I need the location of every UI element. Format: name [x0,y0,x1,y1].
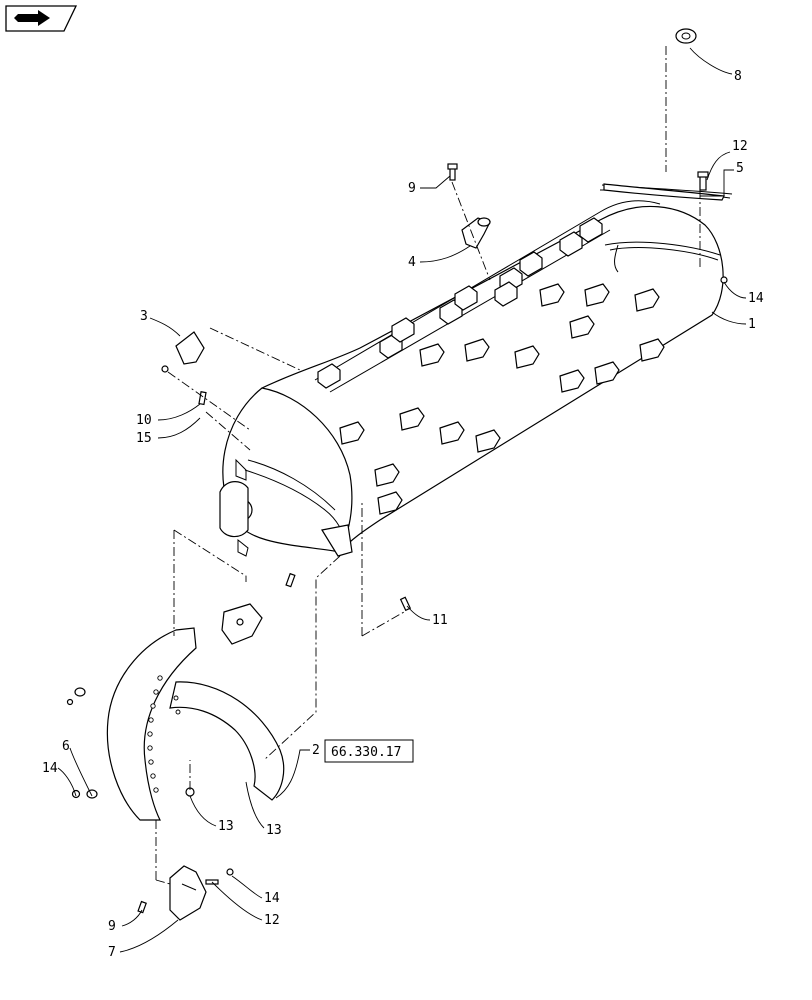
plate-part-2 [169,681,285,801]
callout-1: 1 [748,317,756,332]
callout-6: 6 [62,739,70,754]
washer-left-top [66,687,86,706]
callout-9-bottom: 9 [108,919,116,934]
nut-part-14-left [71,789,98,799]
bolt-lower [285,572,296,588]
return-arrow-icon[interactable] [5,5,78,32]
bolt-part-10 [198,391,207,406]
callout-14-left: 14 [42,761,58,776]
reference-box[interactable] [324,739,414,763]
bracket-part-5 [603,183,725,201]
callout-8: 8 [734,69,742,84]
callout-12-top: 12 [732,139,748,154]
callout-11: 11 [432,613,448,628]
callout-10: 10 [136,413,152,428]
alignment-lines [155,46,701,885]
clip-part-4 [461,217,491,249]
clip-part-3 [161,331,205,373]
shoe-part-7 [137,865,234,921]
bracket-lower [221,603,263,645]
callout-9-top: 9 [408,181,416,196]
callout-14-bottom: 14 [264,891,280,906]
nut-part-14-right [720,276,728,284]
callout-7: 7 [108,945,116,960]
shield-part-6 [106,627,197,821]
callout-12-bottom: 12 [264,913,280,928]
callout-labels: 8 12 5 9 4 14 1 3 10 15 11 2 6 14 13 13 … [42,69,764,960]
bolt-part-12-top [697,171,709,191]
callout-13-b: 13 [266,823,282,838]
reference-link[interactable]: 66.330.17 [324,739,414,763]
drum-teeth [317,217,665,515]
callout-13-a: 13 [218,819,234,834]
callout-3: 3 [140,309,148,324]
callout-14-right: 14 [748,291,764,306]
leader-lines [57,47,747,953]
callout-4: 4 [408,255,416,270]
callout-5: 5 [736,161,744,176]
callout-15: 15 [136,431,152,446]
reference-box-label: 66.330.17 [331,745,401,760]
bolt-part-9-top [447,163,458,181]
washer-part-8 [675,28,697,44]
callout-2: 2 [312,743,320,758]
